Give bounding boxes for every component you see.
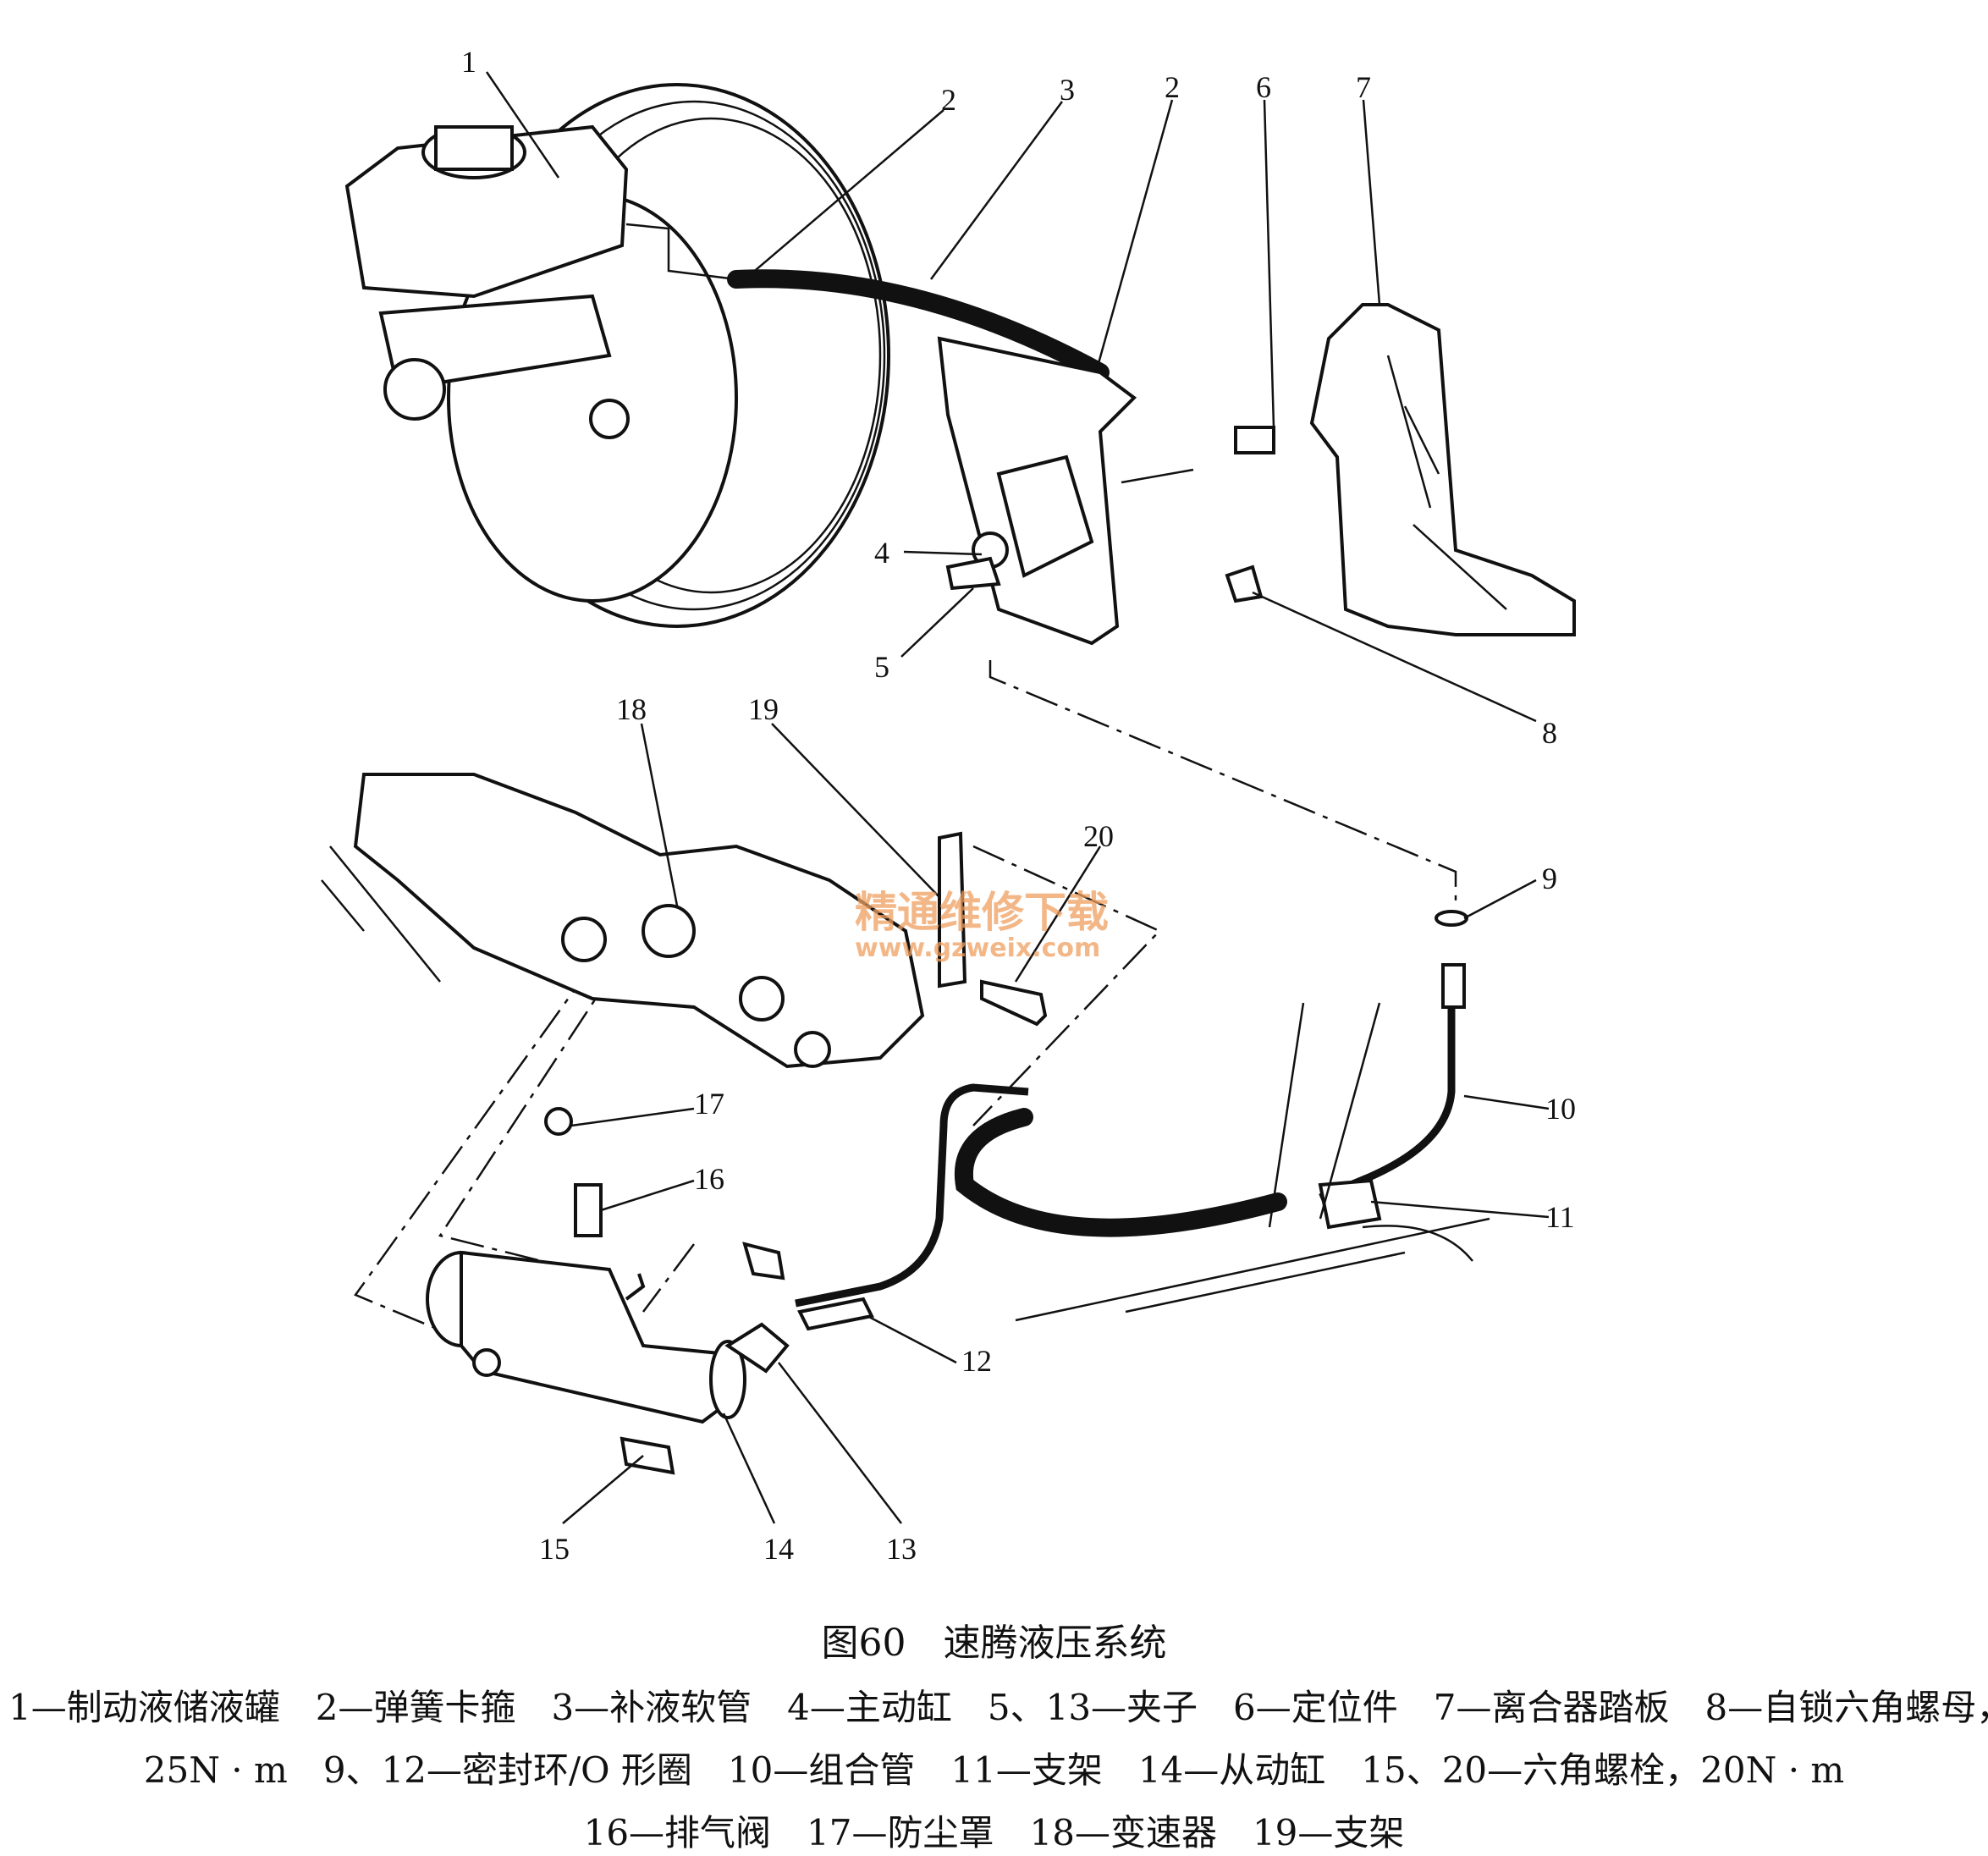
leader-lines <box>485 71 1550 1524</box>
legend-line-1: 1—制动液储液罐 2—弹簧卡箍 3—补液软管 4—主动缸 5、13—夹子 6—定… <box>8 1687 1988 1728</box>
callout-11: 11 <box>1545 1200 1575 1234</box>
figure-title: 图60 速腾液压系统 <box>821 1622 1167 1665</box>
combination-pipe <box>795 910 1490 1322</box>
callout-8: 8 <box>1542 716 1557 750</box>
callout-17: 17 <box>694 1087 724 1121</box>
callout-12: 12 <box>961 1344 992 1378</box>
callout-20: 20 <box>1083 819 1114 853</box>
watermark-text: 精通维修下载 <box>855 888 1109 937</box>
callout-5: 5 <box>874 650 889 684</box>
transmission <box>321 773 925 1069</box>
callout-13: 13 <box>886 1532 917 1566</box>
legend-line-3: 16—排气阀 17—防尘罩 18—变速器 19—支架 <box>583 1812 1405 1853</box>
clutch-slave-cylinder <box>426 1107 874 1475</box>
clutch-master-cylinder <box>937 336 1275 646</box>
callout-3: 3 <box>1060 73 1075 107</box>
watermark: 精通维修下载 www.gzweix.com <box>855 888 1109 963</box>
refill-hose <box>727 269 1110 382</box>
callout-9: 9 <box>1542 862 1557 895</box>
legend-line-2: 25N · m 9、12—密封环/O 形圈 10—组合管 11—支架 14—从动… <box>143 1749 1845 1791</box>
callout-16: 16 <box>694 1162 724 1196</box>
brake-fluid-reservoir <box>344 124 630 439</box>
callout-6: 6 <box>1256 70 1271 104</box>
callout-labels: 1 2 3 2 6 7 4 5 8 18 19 20 9 10 17 16 11… <box>461 45 1576 1566</box>
callout-2: 2 <box>941 83 956 117</box>
callout-4: 4 <box>874 536 889 570</box>
callout-19: 19 <box>748 692 779 726</box>
callout-1: 1 <box>461 45 476 79</box>
clutch-pedal <box>1309 303 1576 636</box>
watermark-url: www.gzweix.com <box>855 934 1100 963</box>
hex-bolt <box>980 979 1048 1027</box>
callout-7: 7 <box>1356 70 1371 104</box>
callout-15: 15 <box>539 1532 570 1566</box>
bracket <box>938 831 967 989</box>
callout-2b: 2 <box>1165 70 1180 104</box>
callout-18: 18 <box>616 692 647 726</box>
callout-14: 14 <box>763 1532 794 1566</box>
callout-10: 10 <box>1545 1092 1576 1126</box>
